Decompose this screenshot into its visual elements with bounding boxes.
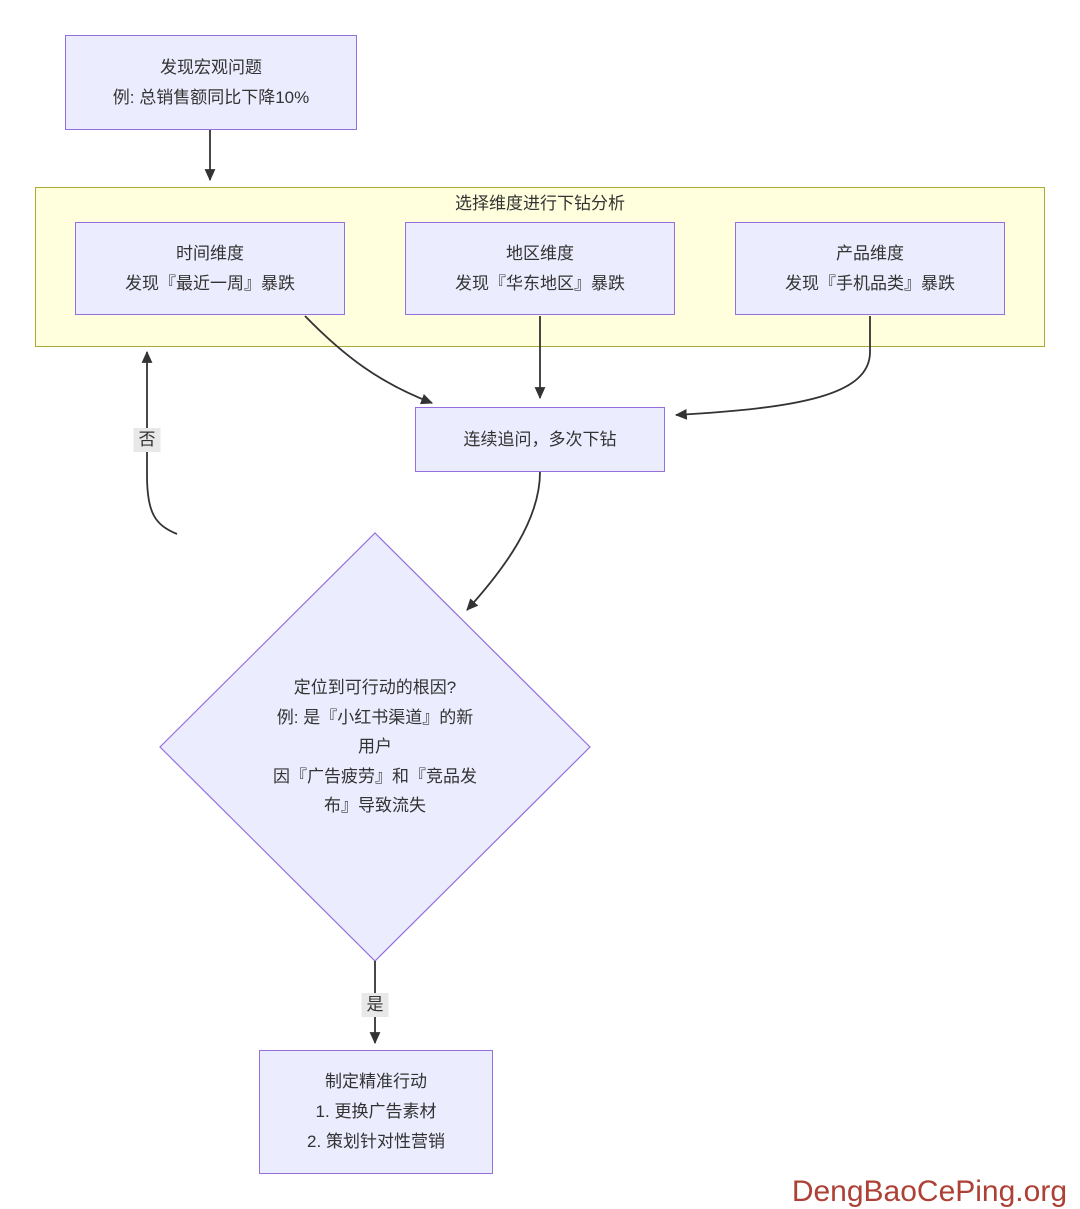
- node-line: 制定精准行动: [325, 1072, 427, 1091]
- node-macro-problem: 发现宏观问题 例: 总销售额同比下降10%: [65, 35, 357, 130]
- edge-label-yes: 是: [361, 993, 389, 1017]
- node-line: 定位到可行动的根因?: [293, 678, 457, 697]
- group-title: 选择维度进行下钻分析: [455, 194, 625, 213]
- node-line: 发现『最近一周』暴跌: [125, 273, 295, 293]
- watermark-text: DengBaoCePing.org: [791, 1175, 1067, 1208]
- edge-label-no: 否: [133, 428, 161, 452]
- node-line: 1. 更换广告素材: [315, 1102, 437, 1121]
- decision-diamond-label: 定位到可行动的根因? 例: 是『小红书渠道』的新 用户 因『广告疲劳』和『竞品发…: [240, 673, 510, 821]
- node-line: 2. 策划针对性营销: [307, 1132, 445, 1151]
- node-region-dimension: 地区维度 发现『华东地区』暴跌: [405, 222, 675, 315]
- node-line: 例: 是『小红书渠道』的新: [276, 707, 474, 727]
- node-line: 发现『手机品类』暴跌: [785, 273, 955, 293]
- node-line: 因『广告疲劳』和『竞品发: [273, 766, 477, 786]
- node-product-dimension: 产品维度 发现『手机品类』暴跌: [735, 222, 1005, 315]
- node-action-plan: 制定精准行动 1. 更换广告素材 2. 策划针对性营销: [259, 1050, 493, 1174]
- node-line: 发现宏观问题: [160, 57, 262, 77]
- node-line: 地区维度: [506, 243, 574, 263]
- node-line: 例: 总销售额同比下降10%: [112, 87, 310, 107]
- node-line: 时间维度: [176, 243, 244, 263]
- node-line: 布』导致流失: [324, 796, 426, 815]
- node-line: 产品维度: [836, 243, 904, 263]
- node-line: 发现『华东地区』暴跌: [455, 273, 625, 293]
- node-drill-again: 连续追问，多次下钻: [415, 407, 665, 472]
- edge-drill-to-decision: [466, 471, 541, 611]
- node-line: 用户: [358, 737, 392, 756]
- node-time-dimension: 时间维度 发现『最近一周』暴跌: [75, 222, 345, 315]
- node-line: 连续追问，多次下钻: [463, 429, 617, 449]
